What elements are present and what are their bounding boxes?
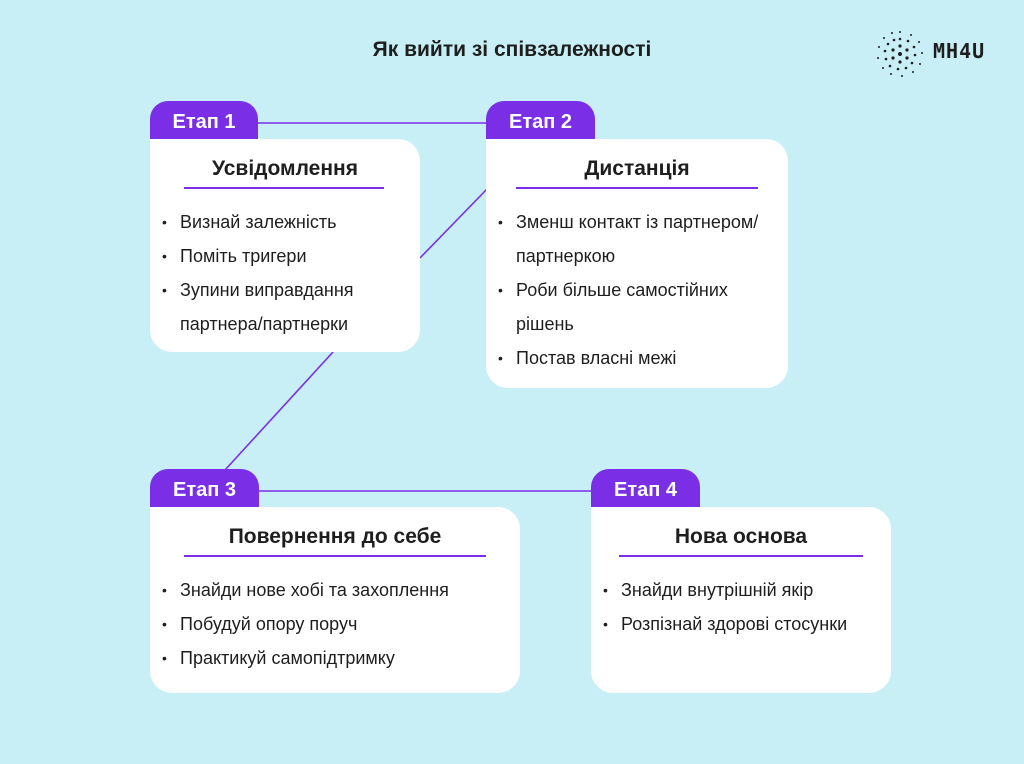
- mh4u-logo: MH4U: [870, 24, 1000, 88]
- stage-3-list: Знайди нове хобі та захоплення Побудуй о…: [162, 573, 510, 675]
- stage-4-title: Нова основа: [674, 525, 808, 548]
- stage-1-title: Усвідомлення: [212, 157, 358, 180]
- list-item: Зупини виправдання партнера/партнерки: [162, 273, 410, 341]
- list-item: Практикуй самопідтримку: [162, 641, 510, 675]
- list-item: Постав власні межі: [498, 341, 778, 375]
- stage-3-tab: Етап 3: [150, 469, 259, 509]
- connector-stage1-stage3: [224, 351, 334, 471]
- stage-1-divider: [184, 187, 384, 189]
- stage-4-divider: [619, 555, 863, 557]
- stage-3-card: Повернення до себе Знайди нове хобі та з…: [150, 507, 520, 693]
- list-item: Знайди внутрішній якір: [603, 573, 881, 607]
- stage-2-list: Зменш контакт із партнером/партнеркою Ро…: [498, 205, 778, 375]
- stage-2-title: Дистанція: [584, 157, 690, 180]
- list-item: Зменш контакт із партнером/партнеркою: [498, 205, 778, 273]
- stage-2-divider: [516, 187, 758, 189]
- list-item: Побудуй опору поруч: [162, 607, 510, 641]
- stage-1-card: Усвідомлення Визнай залежність Поміть тр…: [150, 139, 420, 352]
- stage-2-tab: Етап 2: [486, 101, 595, 141]
- stage-3-title: Повернення до себе: [228, 525, 442, 548]
- stage-4-list: Знайди внутрішній якір Розпізнай здорові…: [603, 573, 881, 641]
- stage-3-divider: [184, 555, 486, 557]
- logo-wordmark: MH4U: [933, 39, 986, 63]
- stage-4-tab: Етап 4: [591, 469, 700, 509]
- logo-mark-icon: [877, 31, 923, 77]
- list-item: Визнай залежність: [162, 205, 410, 239]
- connector-stage1-stage2-diagonal: [419, 188, 488, 259]
- list-item: Поміть тригери: [162, 239, 410, 273]
- list-item: Розпізнай здорові стосунки: [603, 607, 881, 641]
- page-title: Як вийти зі співзалежності: [372, 38, 652, 61]
- stage-1-tab: Етап 1: [150, 101, 258, 141]
- stage-1-list: Визнай залежність Поміть тригери Зупини …: [162, 205, 410, 341]
- list-item: Знайди нове хобі та захоплення: [162, 573, 510, 607]
- stage-4-card: Нова основа Знайди внутрішній якір Розпі…: [591, 507, 891, 693]
- list-item: Роби більше самостійних рішень: [498, 273, 778, 341]
- stage-2-card: Дистанція Зменш контакт із партнером/пар…: [486, 139, 788, 388]
